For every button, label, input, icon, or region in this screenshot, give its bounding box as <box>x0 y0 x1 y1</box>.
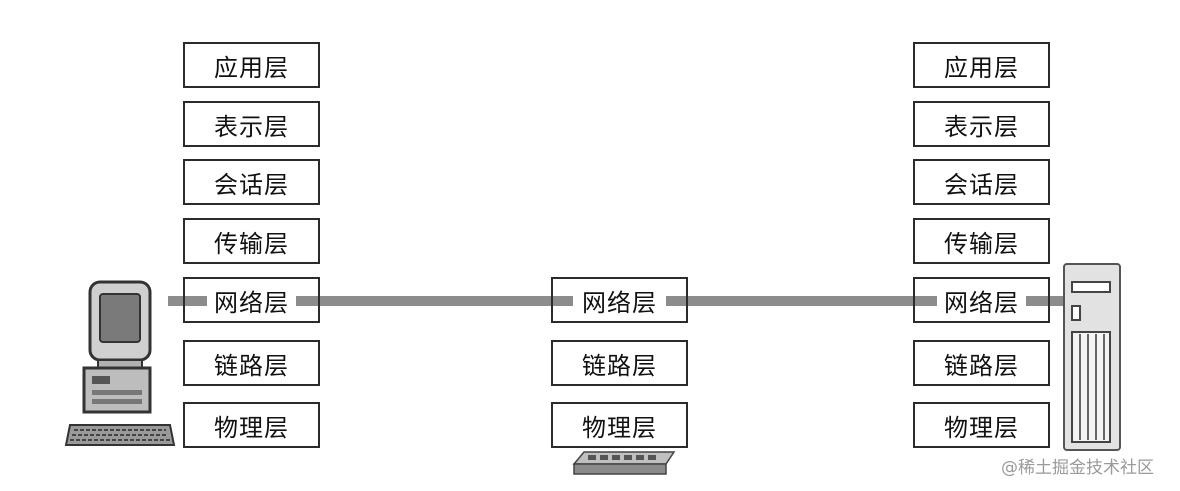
right-presentation-layer: 表示层 <box>913 101 1050 147</box>
left-application-layer: 应用层 <box>183 42 320 88</box>
right-application-layer: 应用层 <box>913 42 1050 88</box>
link-through-right-network <box>915 296 937 306</box>
left-session-layer: 会话层 <box>183 159 320 205</box>
link-through-left-network-right <box>296 296 318 306</box>
link-router-to-server <box>660 296 1065 306</box>
middle-physical-layer: 物理层 <box>551 402 688 448</box>
left-datalink-layer: 链路层 <box>183 340 320 386</box>
left-transport-layer: 传输层 <box>183 218 320 264</box>
link-computer-to-router <box>168 296 568 306</box>
server-tower-icon <box>1063 263 1121 451</box>
link-through-left-network <box>185 296 207 306</box>
link-through-middle-network-right <box>666 296 686 306</box>
middle-datalink-layer: 链路层 <box>551 340 688 386</box>
right-datalink-layer: 链路层 <box>913 340 1050 386</box>
link-through-middle-network <box>553 296 573 306</box>
desktop-computer-icon <box>64 280 176 446</box>
right-transport-layer: 传输层 <box>913 218 1050 264</box>
router-switch-icon <box>572 451 676 475</box>
watermark-text: @稀土掘金技术社区 <box>1001 458 1154 478</box>
left-presentation-layer: 表示层 <box>183 101 320 147</box>
middle-network-layer: 网络层 <box>551 277 688 323</box>
right-physical-layer: 物理层 <box>913 402 1050 448</box>
left-physical-layer: 物理层 <box>183 402 320 448</box>
link-through-right-network-right <box>1026 296 1048 306</box>
right-session-layer: 会话层 <box>913 159 1050 205</box>
